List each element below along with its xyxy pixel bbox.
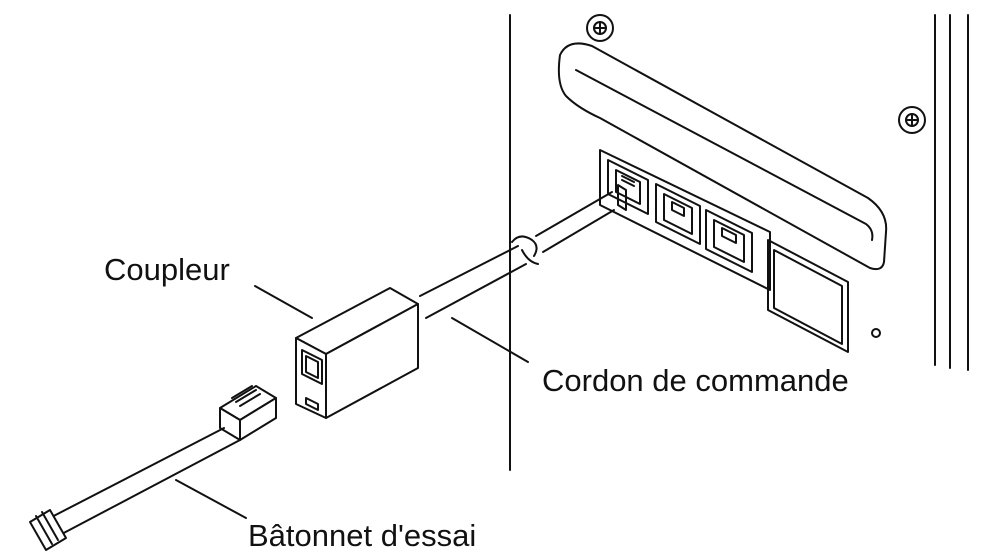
label-test-stick: Bâtonnet d'essai	[248, 518, 476, 553]
indicator-dot	[871, 328, 881, 338]
rj-port-2	[655, 183, 701, 245]
control-cord	[419, 184, 627, 319]
screw-icon	[898, 106, 926, 134]
label-control-cord: Cordon de commande	[542, 363, 849, 398]
port-block	[599, 149, 771, 291]
test-stick	[29, 385, 277, 551]
label-coupler: Coupleur	[104, 252, 230, 287]
port-cover	[557, 42, 888, 271]
display-window	[767, 239, 849, 353]
rj-port-3	[705, 209, 753, 273]
leader-coupler	[254, 285, 313, 319]
device-panel	[509, 14, 969, 471]
screw-icon	[586, 14, 614, 42]
coupler	[295, 287, 419, 419]
leader-control-cord	[451, 317, 529, 363]
rj-port-1	[607, 159, 649, 215]
leader-test-stick	[175, 479, 247, 519]
